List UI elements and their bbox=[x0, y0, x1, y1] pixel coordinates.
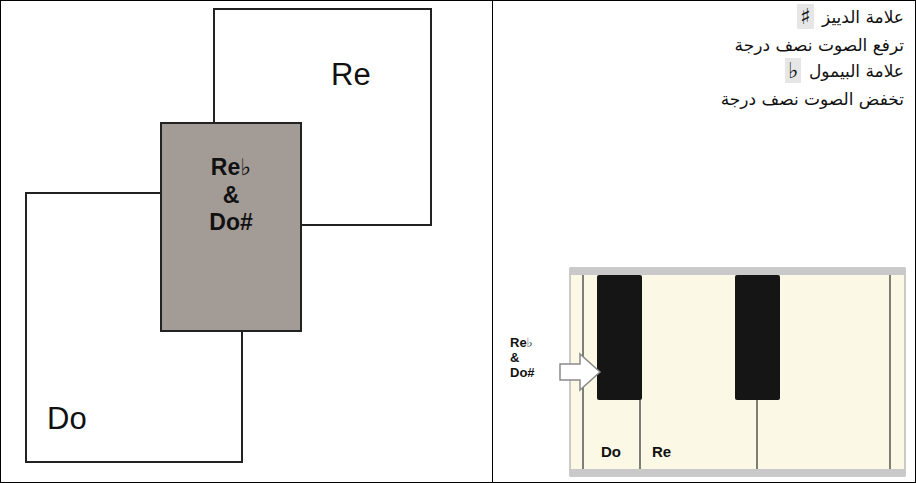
explanation-text: تخفض الصوت نصف درجة bbox=[721, 88, 904, 110]
callout-label: Re♭ & Do# bbox=[510, 336, 535, 381]
explanation-text: علامة البيمول bbox=[809, 60, 904, 82]
black-key bbox=[735, 275, 780, 400]
node-label: Re♭ & Do# bbox=[209, 154, 252, 237]
table-divider bbox=[492, 0, 493, 483]
sharp-symbol: ♯ bbox=[797, 4, 814, 29]
node-label: Do bbox=[47, 400, 87, 437]
flat-symbol: ♭ bbox=[785, 58, 801, 83]
keyboard-bottom-bar bbox=[570, 469, 905, 476]
pointer-arrow bbox=[560, 354, 600, 390]
overlap-box: Re♭ & Do# bbox=[160, 122, 302, 332]
key-name: Re bbox=[652, 442, 671, 462]
key-divider bbox=[889, 275, 891, 469]
piano-keyboard bbox=[570, 268, 905, 476]
node-label: Re bbox=[331, 56, 371, 93]
keyboard-top-bar bbox=[570, 268, 905, 275]
keyboard-body bbox=[570, 268, 905, 476]
key-divider bbox=[639, 400, 641, 469]
explanation-text: ترفع الصوت نصف درجة bbox=[735, 34, 904, 56]
key-divider bbox=[756, 400, 758, 469]
key-name: Do bbox=[601, 442, 621, 462]
black-key bbox=[597, 275, 642, 400]
explanation-text: علامة الدييز bbox=[822, 6, 904, 28]
